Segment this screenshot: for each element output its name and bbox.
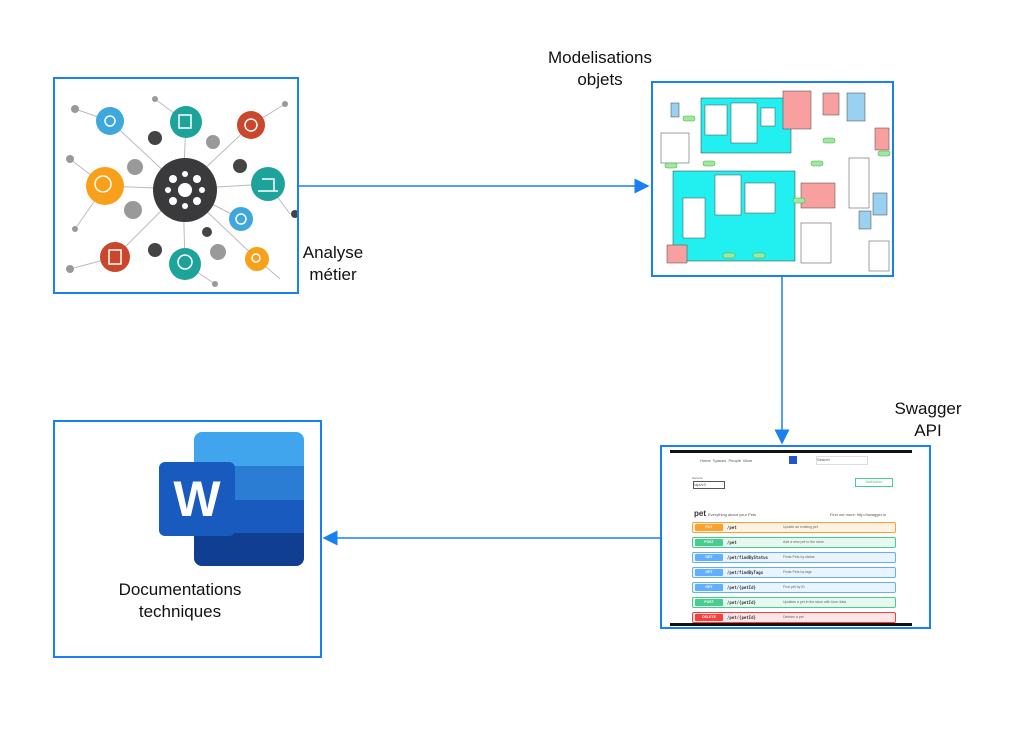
- label-line: métier: [309, 265, 357, 284]
- endpoint-row[interactable]: GET/pet/findByTags Finds Pets by tags: [692, 567, 896, 578]
- bottom-bar: [670, 623, 912, 626]
- endpoint-row[interactable]: PUT/pet Update an existing pet: [692, 522, 896, 533]
- search-input[interactable]: Search: [816, 456, 868, 465]
- tag-title[interactable]: pet: [694, 509, 706, 518]
- endpoint-description: Finds Pets by tags: [783, 570, 812, 574]
- label-line: techniques: [138, 602, 222, 621]
- model-box: [651, 81, 894, 277]
- network-icon: [66, 96, 299, 287]
- top-bar: [670, 450, 912, 453]
- endpoint-path: /pet/findByTags: [727, 570, 764, 575]
- model-label: Modelisations objets: [530, 47, 670, 91]
- endpoint-row[interactable]: POST/pet/{petId} Updates a pet in the sto…: [692, 597, 896, 608]
- method-badge: DELETE: [695, 614, 723, 621]
- endpoint-path: /pet: [727, 540, 737, 545]
- endpoint-description: Updates a pet in the store with form dat…: [783, 600, 847, 604]
- nav: Home Spaces People More: [700, 458, 752, 463]
- label-line: objets: [577, 70, 623, 89]
- endpoint-description: Find pet by ID: [783, 585, 805, 589]
- word-icon: W: [159, 432, 304, 566]
- uml-diagram-icon: [660, 90, 891, 272]
- authorize-label: Authorize: [865, 479, 883, 484]
- label-line: API: [914, 421, 942, 440]
- authorize-button[interactable]: Authorize: [855, 478, 893, 487]
- swagger-box: Home Spaces People More Search Servers /…: [660, 445, 931, 629]
- tag-description: Everything about your Pets: [708, 512, 757, 517]
- create-button[interactable]: [789, 456, 797, 464]
- servers-label: Servers: [692, 476, 703, 480]
- analysis-label: Analyse métier: [290, 242, 376, 286]
- endpoint-path: /pet: [727, 525, 737, 530]
- docs-box: W: [53, 420, 322, 658]
- find-out-link[interactable]: Find out more: http://swagger.io: [830, 512, 887, 517]
- nav-item[interactable]: More: [743, 458, 753, 463]
- endpoint-path: /pet/findByStatus: [727, 555, 768, 560]
- endpoint-path: /pet/{petId}: [727, 615, 756, 620]
- label-line: Swagger: [894, 399, 962, 418]
- endpoint-row[interactable]: GET/pet/findByStatus Finds Pets by status: [692, 552, 896, 563]
- label-line: Analyse: [302, 243, 364, 262]
- method-badge: POST: [695, 539, 723, 546]
- method-badge: GET: [695, 584, 723, 591]
- endpoint-description: Finds Pets by status: [783, 555, 815, 559]
- endpoint-row[interactable]: GET/pet/{petId} Find pet by ID: [692, 582, 896, 593]
- server-select[interactable]: /api/v3: [693, 481, 725, 489]
- nav-item[interactable]: Home: [700, 458, 711, 463]
- endpoint-description: Deletes a pet: [783, 615, 804, 619]
- method-badge: GET: [695, 554, 723, 561]
- method-badge: POST: [695, 599, 723, 606]
- endpoint-row[interactable]: DELETE/pet/{petId} Deletes a pet: [692, 612, 896, 623]
- label-line: Documentations: [118, 580, 242, 599]
- method-badge: GET: [695, 569, 723, 576]
- server-value: /api/v3: [694, 482, 706, 487]
- endpoint-path: /pet/{petId}: [727, 585, 756, 590]
- search-placeholder: Search: [817, 457, 830, 462]
- nav-item[interactable]: Spaces: [712, 458, 727, 463]
- endpoint-description: Add a new pet to the store: [783, 540, 824, 544]
- endpoint-description: Update an existing pet: [783, 525, 818, 529]
- label-line: Modelisations: [548, 48, 652, 67]
- nav-item[interactable]: People: [728, 458, 741, 463]
- svg-text:W: W: [173, 471, 221, 527]
- endpoint-row[interactable]: POST/pet Add a new pet to the store: [692, 537, 896, 548]
- endpoint-path: /pet/{petId}: [727, 600, 756, 605]
- method-badge: PUT: [695, 524, 723, 531]
- analysis-box: [53, 77, 299, 294]
- docs-label: Documentations techniques: [90, 579, 270, 623]
